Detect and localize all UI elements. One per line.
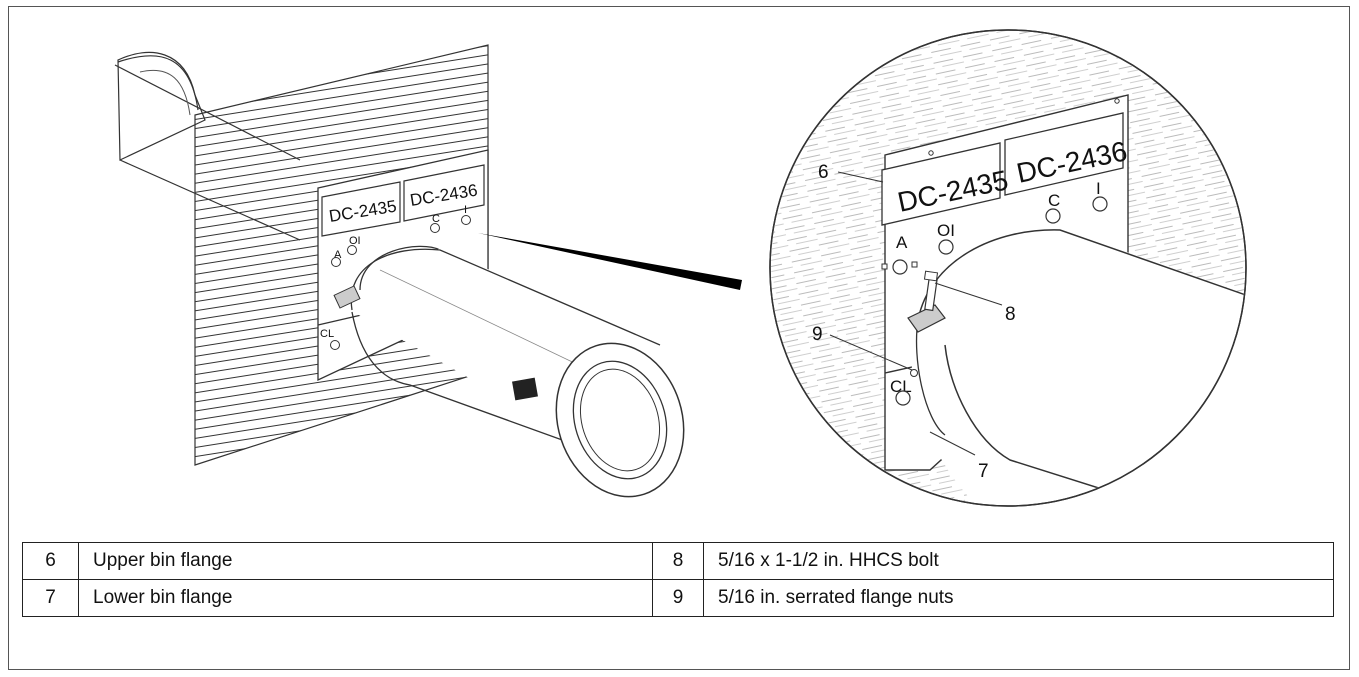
legend-num: 7 — [22, 579, 79, 617]
detail-tube — [917, 229, 1245, 321]
overview-port-a-label: A — [334, 249, 342, 261]
legend-desc: 5/16 in. serrated flange nuts — [703, 579, 1334, 617]
legend-desc: Upper bin flange — [78, 542, 653, 580]
callout-8: 8 — [1005, 304, 1016, 325]
callout-6: 6 — [818, 162, 829, 183]
legend-num: 9 — [652, 579, 704, 617]
overview-port-cl-label: CL — [320, 328, 334, 340]
tube-label-plate — [512, 377, 538, 401]
bin-overview: DC-2435 DC-2436 A OI C I CL — [114, 44, 685, 498]
upper-pipe-cap — [117, 51, 206, 161]
detail-port-c-label: C — [1048, 191, 1060, 210]
overview-port-i-label: I — [464, 204, 467, 216]
table-row: 6 Upper bin flange 8 5/16 x 1-1/2 in. HH… — [22, 542, 1334, 580]
detail-port-oi-label: OI — [937, 221, 955, 240]
overview-clamp — [333, 285, 361, 309]
table-row: 7 Lower bin flange 9 5/16 in. serrated f… — [22, 579, 1334, 617]
overview-port-c-label: C — [432, 213, 440, 225]
callout-9: 9 — [812, 324, 823, 345]
detail-port-a-label: A — [896, 233, 908, 252]
parts-legend-table: 6 Upper bin flange 8 5/16 x 1-1/2 in. HH… — [22, 542, 1334, 617]
legend-num: 8 — [652, 542, 704, 580]
serrated-nut — [910, 369, 918, 377]
legend-num: 6 — [22, 542, 79, 580]
legend-desc: Lower bin flange — [78, 579, 653, 617]
zoom-pointer — [478, 233, 742, 290]
callout-7: 7 — [978, 461, 989, 482]
legend-desc: 5/16 x 1-1/2 in. HHCS bolt — [703, 542, 1334, 580]
detail-view: DC-2435 DC-2436 A OI C I CL — [769, 29, 1247, 507]
detail-port-i-label: I — [1096, 179, 1101, 198]
overview-port-oi-label: OI — [349, 235, 361, 247]
